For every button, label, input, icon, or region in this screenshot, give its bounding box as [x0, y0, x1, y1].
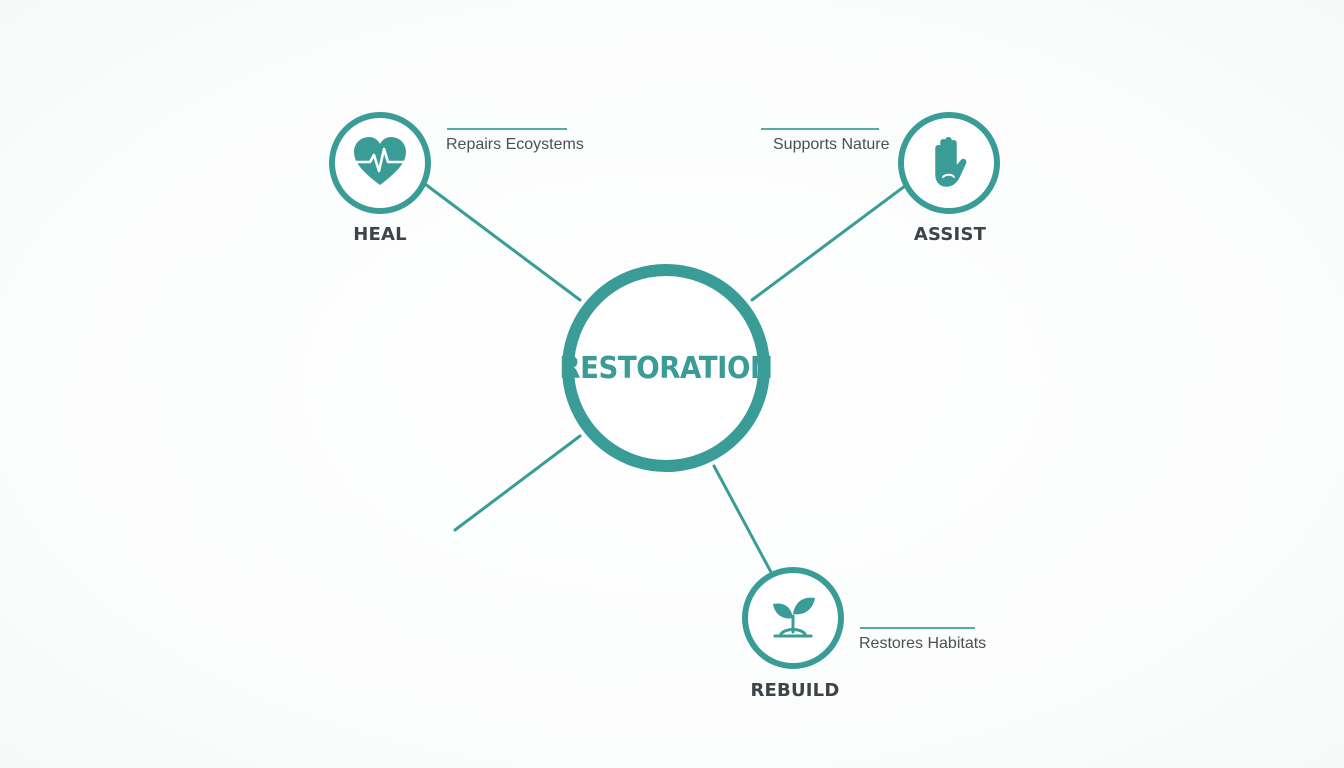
desc-underline-rebuild	[860, 627, 975, 629]
node-desc-heal: Repairs Ecoystems	[446, 136, 584, 153]
heart-pulse-icon	[354, 137, 406, 185]
connector-assist	[750, 184, 907, 302]
node-label-assist: ASSIST	[913, 224, 987, 245]
node-assist	[898, 112, 1000, 214]
connector-rebuild	[712, 464, 774, 576]
node-label-rebuild: REBUILD	[750, 680, 840, 701]
center-label: RESTORATION	[559, 350, 773, 386]
node-desc-assist: Supports Nature	[773, 136, 890, 153]
desc-underline-heal	[447, 128, 567, 130]
node-label-heal: HEAL	[353, 224, 407, 245]
node-rebuild	[742, 567, 844, 669]
connector-empty-branch	[453, 434, 582, 532]
center-node: RESTORATION	[559, 264, 773, 472]
desc-underline-assist	[761, 128, 879, 130]
sprout-icon	[773, 597, 815, 638]
hand-icon	[935, 137, 967, 187]
node-heal	[329, 112, 431, 214]
connector-heal	[423, 182, 582, 302]
node-desc-rebuild: Restores Habitats	[859, 635, 987, 652]
